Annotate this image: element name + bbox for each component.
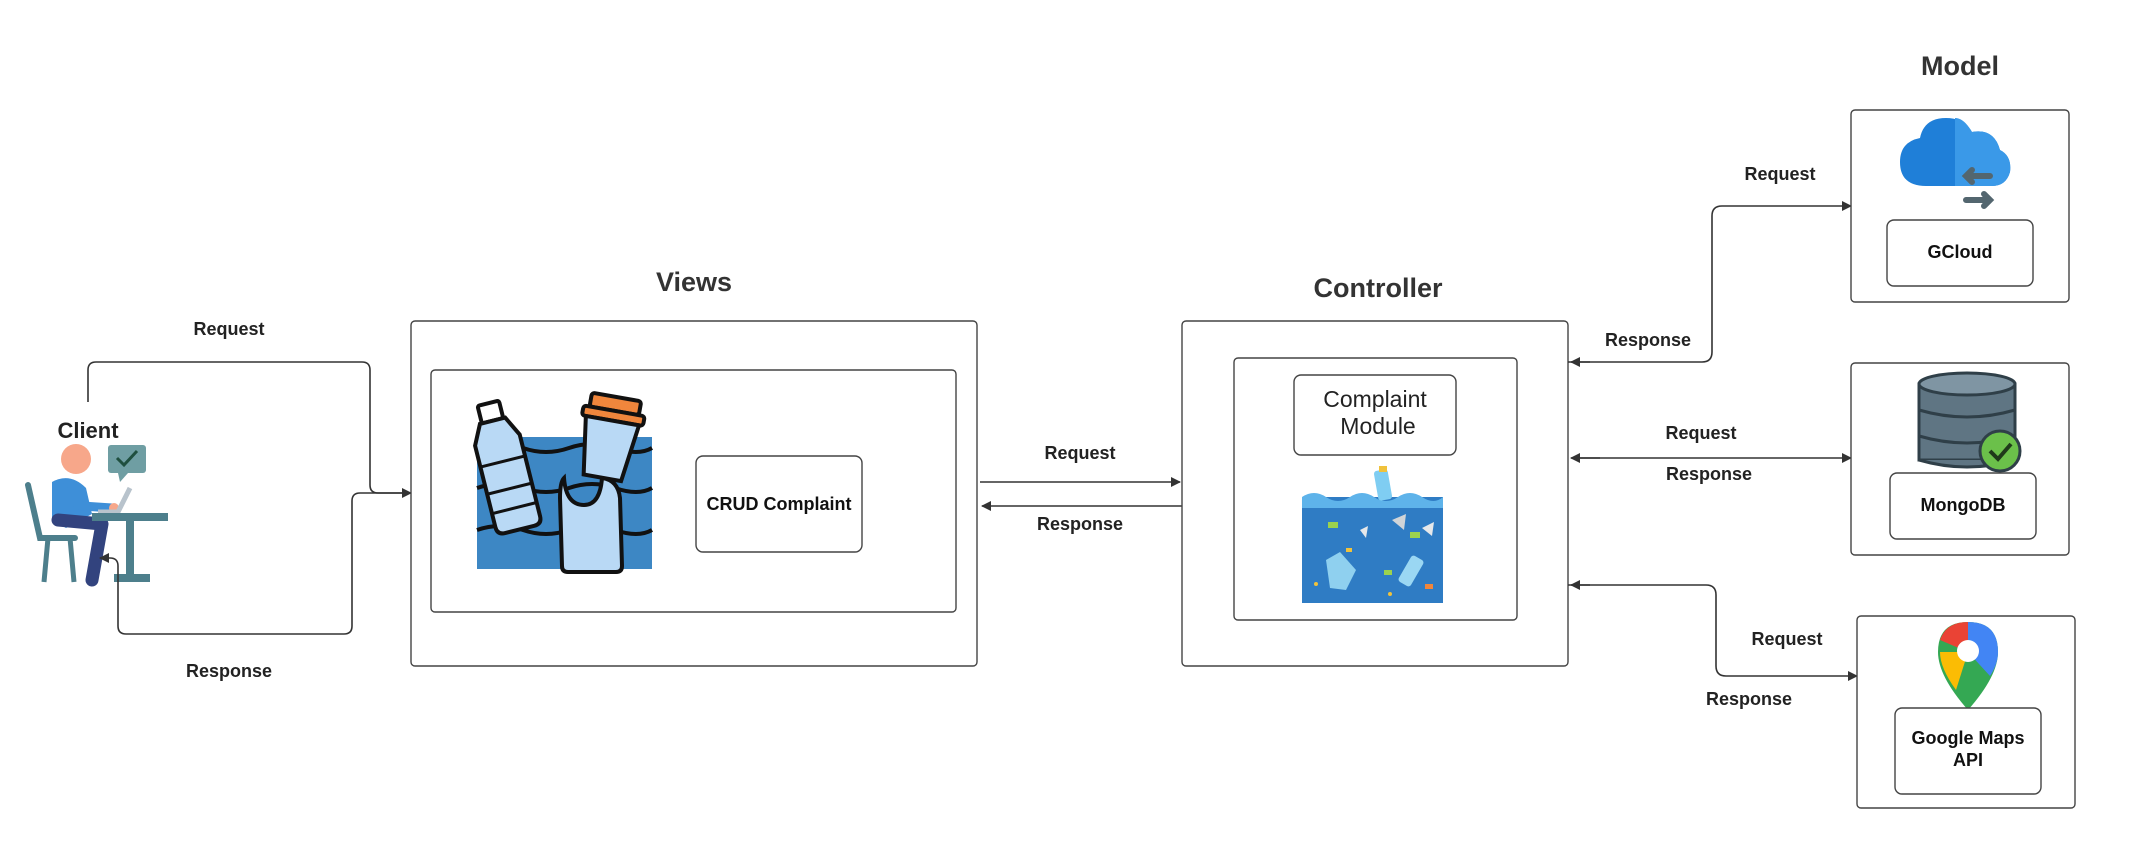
gcloud-box[interactable] (1886, 219, 2034, 287)
controller-gcloud-request-line (1568, 201, 1852, 363)
complaint-module-label-line2: Module (1340, 413, 1415, 439)
client-request-line (87, 361, 412, 498)
views-title: Views (656, 267, 732, 297)
complaint-module-label-line1: Complaint (1323, 386, 1427, 412)
views-controller-response-label: Response (1037, 514, 1123, 534)
maps-label-line1: Google Maps (1911, 728, 2024, 748)
cloud-sync-icon (1900, 118, 2011, 209)
person-at-laptop-icon (25, 444, 168, 587)
gcloud-response-label: Response (1605, 330, 1691, 350)
maps-request-label: Request (1751, 629, 1822, 649)
client-response-line (99, 492, 411, 635)
mongodb-request-label: Request (1665, 423, 1736, 443)
mongodb-box[interactable] (1889, 472, 2037, 540)
client-response-label: Response (186, 661, 272, 681)
ocean-pollution-icon (1302, 466, 1443, 603)
gcloud-label: GCloud (1928, 242, 1993, 262)
client-figure: Client (25, 418, 168, 587)
plastic-waste-icon (473, 391, 653, 574)
map-pin-icon (1938, 622, 1998, 710)
controller-maps-request-line (1568, 584, 1858, 681)
crud-complaint-label: CRUD Complaint (707, 494, 852, 514)
gcloud-request-label: Request (1744, 164, 1815, 184)
mongodb-response-label: Response (1666, 464, 1752, 484)
maps-box[interactable] (1894, 707, 2042, 795)
crud-complaint-box[interactable] (695, 455, 863, 553)
mongodb-label: MongoDB (1921, 495, 2006, 515)
maps-label-line2: API (1953, 750, 1983, 770)
client-request-label: Request (193, 319, 264, 339)
complaint-module-box[interactable] (1293, 374, 1457, 456)
controller-title: Controller (1313, 273, 1442, 303)
database-check-icon (1917, 371, 2022, 473)
model-title: Model (1921, 51, 1999, 81)
maps-response-label: Response (1706, 689, 1792, 709)
views-controller-request-label: Request (1044, 443, 1115, 463)
client-label: Client (57, 418, 119, 443)
